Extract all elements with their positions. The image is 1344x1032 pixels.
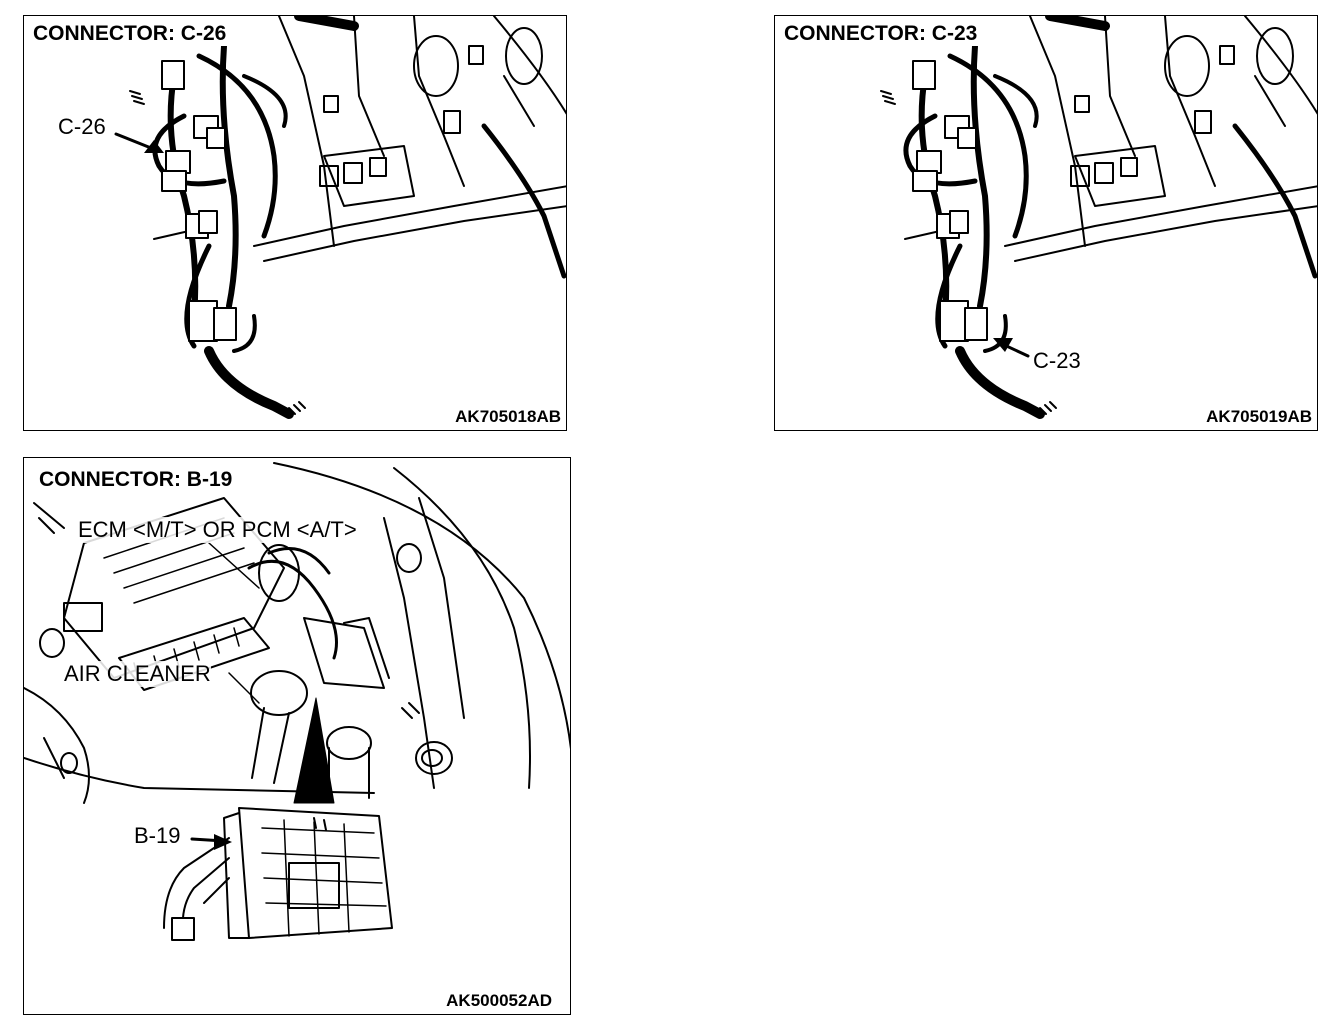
connector-title: CONNECTOR: B-19 — [36, 468, 236, 492]
connector-title: CONNECTOR: C-23 — [781, 22, 981, 46]
b19-engine-bay-illustration — [24, 462, 570, 941]
air-cleaner-label: AIR CLEANER — [64, 661, 211, 687]
c23-harness-illustration — [880, 16, 1317, 419]
ecm-pcm-label: ECM <M/T> OR PCM <A/T> — [78, 517, 357, 543]
figure-code: AK705019AB — [1206, 407, 1312, 426]
c26-harness-illustration — [114, 16, 566, 419]
connector-title: CONNECTOR: C-26 — [30, 22, 230, 46]
figure-code: AK705018AB — [455, 407, 561, 426]
connector-c23-panel: CONNECTOR: C-23 C-23 AK705019AB — [774, 15, 1318, 431]
connector-c26-panel: CONNECTOR: C-26 C-26 AK705018AB — [23, 15, 567, 431]
connector-b19-panel: CONNECTOR: B-19 ECM <M/T> OR PCM <A/T> A… — [23, 457, 571, 1015]
connector-callout-label: C-26 — [58, 114, 106, 140]
connector-callout-label: C-23 — [1033, 348, 1081, 374]
connector-callout-label: B-19 — [134, 823, 181, 848]
figure-code: AK500052AD — [446, 991, 552, 1010]
